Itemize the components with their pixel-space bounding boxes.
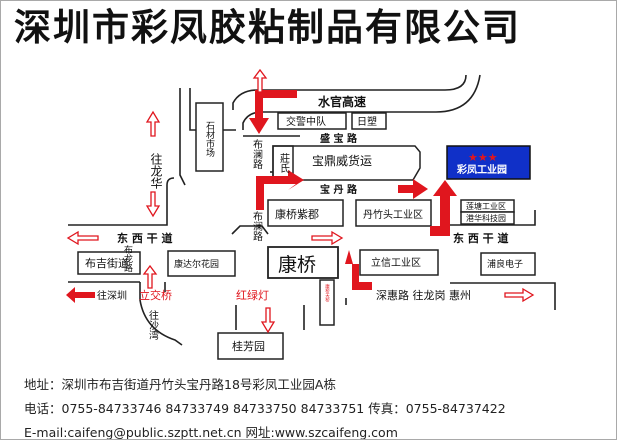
hollow-arrow-west-top: [66, 230, 99, 246]
label-shenhui: 深惠路 往龙岗 惠州: [376, 288, 471, 302]
shicai-block: [195, 102, 224, 172]
label-wangshawan: 往沙湾: [147, 309, 159, 341]
footer-phone: 电话：0755-84733746 84733749 84733750 84733…: [24, 401, 506, 416]
bulong-road-left-edge: [139, 282, 183, 346]
label-tianqiao: 康桥天桥: [325, 283, 330, 304]
label-kangdaer: 康达尔花园: [174, 258, 219, 270]
building-blocks: [77, 102, 536, 360]
label-kangqiao-zijun: 康桥紫郡: [275, 207, 319, 221]
label-dongxi-right: 东 西 干 道: [453, 231, 509, 245]
footer-address: 地址：深圳市布吉街道丹竹头宝丹路18号彩凤工业园A栋: [24, 377, 336, 392]
buji-jiedao-block: [77, 251, 141, 275]
shuiguan-road-edge-lower: [242, 74, 481, 130]
label-buzhuan-lower: 布澜路: [251, 211, 263, 242]
ganghua-block: [460, 211, 515, 225]
puliang-block: [480, 252, 536, 276]
kangqiao-zijun-block: [267, 199, 344, 227]
route-arrow-shuiguan: [249, 90, 297, 134]
label-buzhuan-upper: 布澜路: [251, 139, 263, 170]
east-west-road-lower-right: [450, 282, 556, 310]
label-baodan: 宝 丹 路: [320, 183, 358, 196]
label-dongxi-left: 东 西 干 道: [117, 231, 173, 245]
route-arrow-baodan-turn: [256, 170, 304, 210]
guifang-block: [217, 332, 284, 360]
label-kangqiao: 康桥: [278, 254, 316, 276]
danzhutou-block: [355, 199, 432, 227]
kangdaer-block: [167, 250, 236, 277]
jiaojing-block: [277, 112, 347, 130]
label-caifeng: 彩凤工业园: [456, 163, 507, 176]
overpass-line-left: [231, 225, 269, 235]
label-puliang: 浦良电子: [487, 258, 523, 270]
hollow-arrow-south-bottom: [260, 307, 276, 334]
hollow-arrow-north-bottom: [142, 264, 158, 289]
label-bulonglu: 布龙路: [122, 244, 133, 273]
east-west-road-upper-left: [68, 177, 175, 226]
label-jiaojing: 交警中队: [286, 115, 326, 128]
lixin-block: [359, 249, 439, 276]
tianqiao-block: [319, 279, 335, 326]
risu-block: [351, 112, 387, 130]
hollow-arrow-north-left: [145, 110, 161, 137]
direction-arrows-hollow: [66, 68, 535, 334]
kangqiao-block: [267, 246, 339, 279]
label-zhuangshi: 莊氏: [278, 153, 290, 173]
route-arrow-shenhui: [345, 250, 372, 290]
label-shuiguan: 水官高速: [318, 94, 366, 109]
route-arrow-baodan-east: [398, 179, 428, 199]
star-icon-group: ★★★: [468, 151, 498, 164]
footer-web: E-mail:caifeng@public.szptt.net.cn 网址:ww…: [24, 425, 398, 440]
label-wangzhu-left: 往深圳: [97, 289, 127, 302]
route-arrow-to-caifeng: [430, 180, 457, 236]
label-risu: 日塑: [357, 116, 377, 128]
label-lixin: 立信工业区: [371, 256, 421, 269]
label-guifang: 桂芳园: [232, 339, 265, 353]
label-ganghua: 港华科技园: [466, 213, 506, 223]
label-wanglonghua: 往龙华: [149, 152, 163, 189]
left-road-edge: [179, 88, 186, 186]
red-route-arrows: [66, 90, 457, 303]
label-shicai: 石材市场: [204, 121, 215, 158]
route-arrow-shenzhen-west: [66, 287, 95, 303]
hollow-arrow-east-bottom: [504, 287, 535, 303]
label-lianhe: 莲塘工业区: [466, 201, 506, 211]
hollow-arrow-south-left: [145, 191, 161, 218]
hollow-arrow-east-top: [311, 230, 344, 246]
east-west-road-upper-right: [450, 210, 536, 226]
map-labels: 水官高速 交警中队 日塑 盛 宝 路 宝鼎威货运 彩凤工业园 宝 丹 路 莲塘工…: [85, 94, 523, 353]
company-title: 深圳市彩凤胶粘制品有限公司: [14, 5, 521, 49]
label-baoding: 宝鼎威货运: [312, 153, 372, 168]
label-danzhutou: 丹竹头工业区: [363, 208, 423, 221]
hollow-arrow-north-center: [252, 68, 268, 93]
label-lijiaoqiao: 立交桥: [139, 288, 172, 302]
label-shengbao: 盛 宝 路: [320, 132, 358, 145]
vertical-labels: 石材市场 莊氏 布澜路 布澜路 往龙华 布龙路 往沙湾 康桥天桥: [122, 121, 330, 341]
caifeng-highlight-block: [446, 145, 531, 180]
label-traffic-light: 红绿灯: [236, 288, 269, 302]
label-buji-jiedao: 布吉街道: [85, 256, 129, 270]
